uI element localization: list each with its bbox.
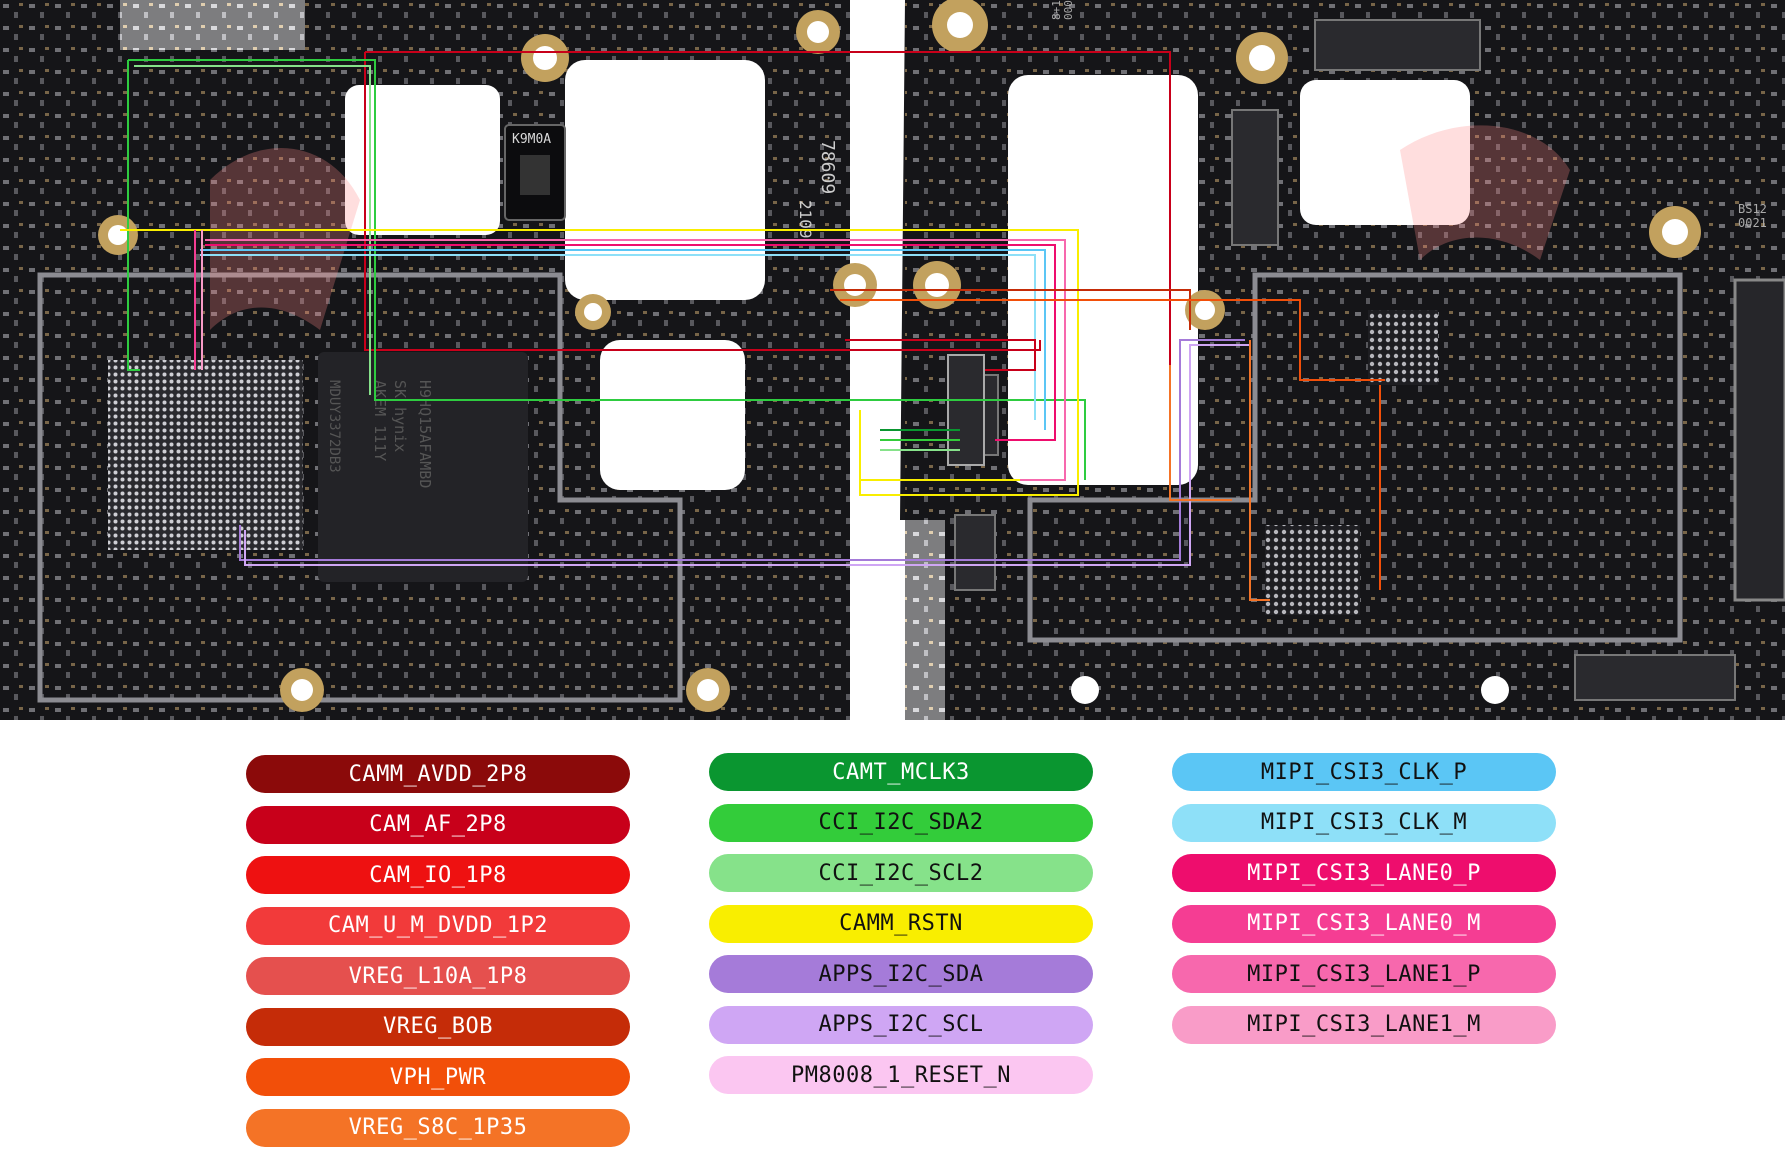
legend-item-label: VREG_BOB xyxy=(383,1014,493,1039)
legend-item-label: CCI_I2C_SCL2 xyxy=(818,860,984,886)
legend-item: APPS_I2C_SCL xyxy=(709,1005,1093,1044)
right-board: 8+128G 000M0A0A BS12 0021 xyxy=(900,0,1785,720)
legend-item: APPS_I2C_SDA xyxy=(709,955,1093,993)
legend-item-label: CAMM_AVDD_2P8 xyxy=(348,761,528,787)
legend-item-label: CCI_I2C_SDA2 xyxy=(818,810,984,835)
legend-item-label: CAM_IO_1P8 xyxy=(369,862,507,888)
legend-item: CAMM_AVDD_2P8 xyxy=(246,755,630,793)
legend-item: CAMT_MCLK3 xyxy=(709,753,1093,791)
board-text-edge2: 0021 xyxy=(1738,216,1767,230)
legend-item-label: CAM_U_M_DVDD_1P2 xyxy=(328,913,548,938)
board-text-model: 000M0A0A xyxy=(1062,0,1075,20)
legend-item-label: MIPI_CSI3_CLK_M xyxy=(1260,810,1468,835)
board-text-edge: BS12 xyxy=(1738,202,1767,216)
legend-item-label: MIPI_CSI3_LANE0_P xyxy=(1247,860,1481,886)
memory-chip-batch: MDUY3372DB3 xyxy=(326,380,342,473)
legend-item: CCI_I2C_SDA2 xyxy=(709,803,1093,842)
legend-item-label: APPS_I2C_SCL xyxy=(818,1012,984,1037)
legend-item: CCI_I2C_SCL2 xyxy=(709,854,1093,892)
legend-item-label: CAMM_RSTN xyxy=(839,911,963,936)
legend-item-label: MIPI_CSI3_LANE1_P xyxy=(1247,961,1481,987)
legend-item: MIPI_CSI3_LANE0_P xyxy=(1172,854,1556,892)
legend-item-label: APPS_I2C_SDA xyxy=(818,961,984,987)
memory-chip-lines: AKEM 111Y xyxy=(371,380,389,461)
board-text-78609: 78609 xyxy=(817,140,838,194)
legend-item-label: VPH_PWR xyxy=(389,1064,487,1090)
left-board: SK hynix H9HQ15AFAMBD AKEM 111Y MDUY3372… xyxy=(0,0,877,720)
legend-item: MIPI_CSI3_LANE1_P xyxy=(1172,955,1556,993)
board-text-storage: 8+128G xyxy=(1050,0,1063,20)
legend-item: CAMM_RSTN xyxy=(709,904,1093,943)
legend-item-label: PM8008_1_RESET_N xyxy=(791,1062,1011,1088)
signal-traces xyxy=(120,51,1385,601)
board-text-2109: 2109 xyxy=(796,200,815,239)
memory-chip-brand: SK hynix xyxy=(391,380,409,452)
legend-item-label: CAM_AF_2P8 xyxy=(369,812,507,837)
legend-item-label: VREG_L10A_1P8 xyxy=(348,963,528,989)
legend-item: CAM_U_M_DVDD_1P2 xyxy=(246,906,630,945)
legend-item: VREG_L10A_1P8 xyxy=(246,957,630,995)
memory-chip-part: H9HQ15AFAMBD xyxy=(416,380,434,488)
legend-item: CAM_IO_1P8 xyxy=(246,856,630,894)
legend-item: VPH_PWR xyxy=(246,1058,630,1096)
legend-item: MIPI_CSI3_LANE0_M xyxy=(1172,904,1556,943)
watermark-logo xyxy=(210,125,1570,330)
legend-item-label: MIPI_CSI3_CLK_P xyxy=(1260,759,1468,785)
pcb-board-photo: SK hynix H9HQ15AFAMBD AKEM 111Y MDUY3372… xyxy=(0,0,1785,720)
legend-item-label: MIPI_CSI3_LANE0_M xyxy=(1247,911,1481,936)
legend-item-label: VREG_S8C_1P35 xyxy=(348,1115,528,1140)
legend-item: MIPI_CSI3_LANE1_M xyxy=(1172,1005,1556,1044)
legend-item: VREG_S8C_1P35 xyxy=(246,1108,630,1147)
legend-item: PM8008_1_RESET_N xyxy=(709,1056,1093,1094)
sensor-chip-label: K9M0A xyxy=(512,132,551,147)
legend-item: CAM_AF_2P8 xyxy=(246,805,630,844)
legend-item: MIPI_CSI3_CLK_P xyxy=(1172,753,1556,791)
legend-item-label: MIPI_CSI3_LANE1_M xyxy=(1247,1012,1481,1037)
legend-item: VREG_BOB xyxy=(246,1007,630,1046)
legend-item-label: CAMT_MCLK3 xyxy=(832,759,970,785)
legend-item: MIPI_CSI3_CLK_M xyxy=(1172,803,1556,842)
